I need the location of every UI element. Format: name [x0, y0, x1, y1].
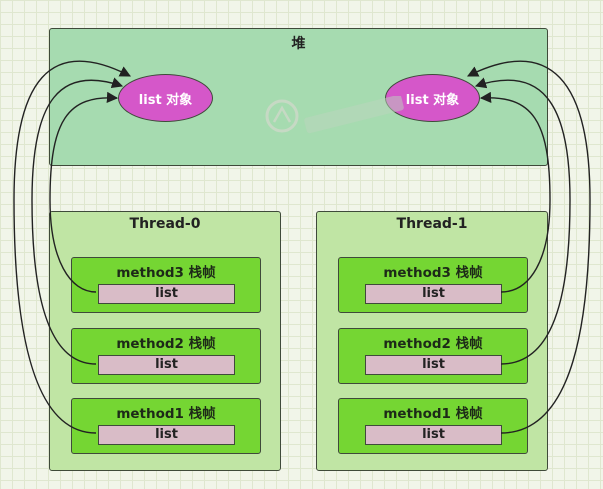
thread-1-stack: Thread-1 method3 栈帧 list method2 栈帧 list… — [316, 211, 548, 471]
heap-object-right: list 对象 — [385, 74, 480, 122]
list-variable: list — [98, 355, 235, 375]
list-variable: list — [98, 284, 235, 304]
thread-0-method1-frame: method1 栈帧 list — [71, 398, 261, 454]
list-variable: list — [98, 425, 235, 445]
frame-title: method1 栈帧 — [383, 406, 483, 422]
thread-1-method3-frame: method3 栈帧 list — [338, 257, 528, 313]
frame-title: method3 栈帧 — [383, 265, 483, 281]
frame-title: method3 栈帧 — [116, 265, 216, 281]
frame-title: method2 栈帧 — [116, 336, 216, 352]
thread-0-method2-frame: method2 栈帧 list — [71, 328, 261, 384]
thread-1-method1-frame: method1 栈帧 list — [338, 398, 528, 454]
thread-0-title: Thread-0 — [129, 216, 201, 232]
heap-object-left: list 对象 — [118, 74, 213, 122]
heap-title: 堆 — [291, 36, 306, 52]
thread-0-method3-frame: method3 栈帧 list — [71, 257, 261, 313]
thread-1-title: Thread-1 — [396, 216, 468, 232]
list-variable: list — [365, 355, 502, 375]
list-variable: list — [365, 425, 502, 445]
frame-title: method2 栈帧 — [383, 336, 483, 352]
thread-0-stack: Thread-0 method3 栈帧 list method2 栈帧 list… — [49, 211, 281, 471]
frame-title: method1 栈帧 — [116, 406, 216, 422]
list-variable: list — [365, 284, 502, 304]
thread-1-method2-frame: method2 栈帧 list — [338, 328, 528, 384]
